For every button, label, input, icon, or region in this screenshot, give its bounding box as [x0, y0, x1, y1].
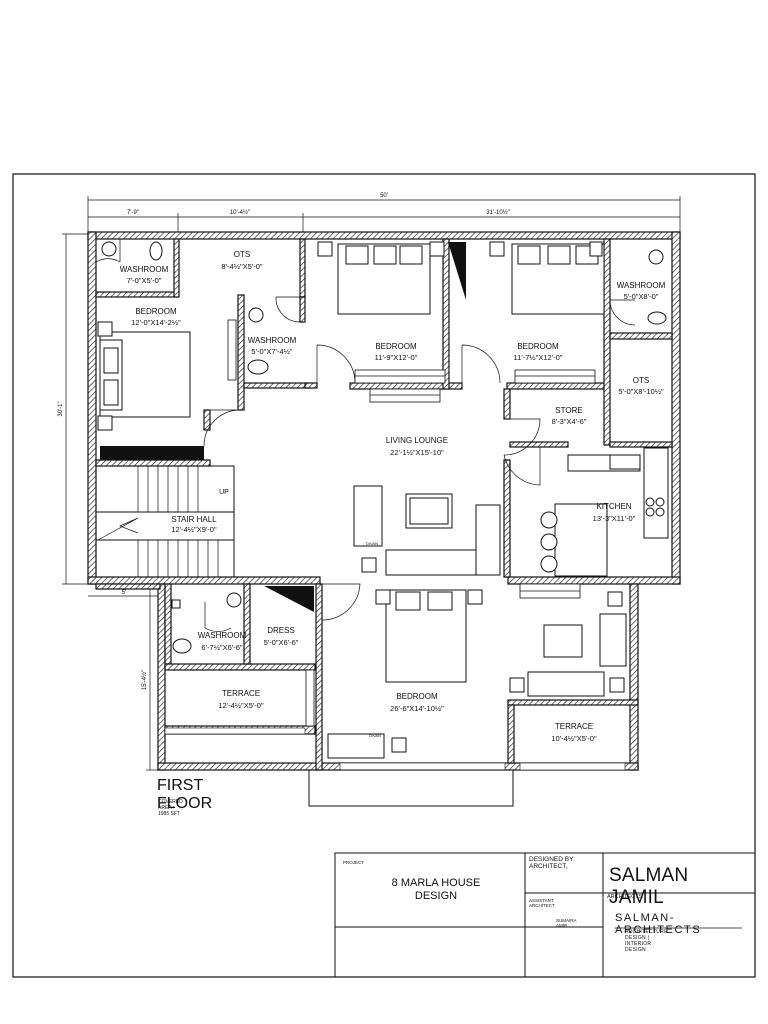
room-size: 5'-0"X7'-4½" — [251, 347, 292, 356]
room-size: 22'-1½"X15'-10" — [390, 448, 444, 457]
dimension-lines — [62, 196, 681, 771]
firm-tagline: ARCHITECTURE DESIGN | INTERIOR DESIGN — [625, 929, 668, 953]
dim-seg-2: 10'-4½" — [230, 209, 250, 216]
room-name: BEDROOM — [375, 342, 417, 351]
room-name: WASHROOM — [120, 265, 169, 274]
room-name: BEDROOM — [517, 342, 559, 351]
dim-lower-height: 15'-4½" — [141, 670, 148, 690]
divan-label: DIVAN — [366, 541, 378, 546]
room-size: 12'-4½"X9'-0" — [171, 525, 217, 534]
room-size: 11'-7½"X12'-0" — [514, 353, 563, 362]
dim-lower-offset: 5' — [122, 590, 126, 596]
room-size: 12'-4½"X5'-0" — [218, 701, 264, 710]
dim-overall-height: 30'-1" — [58, 401, 64, 416]
room-name: TERRACE — [555, 722, 593, 731]
room-name: WASHROOM — [198, 631, 247, 640]
room-labels: WASHROOM 7'-0"X5'-0" OTS 8'-4½"X5'-0" BE… — [120, 250, 666, 743]
room-size: 11'-9"X12'-0" — [375, 353, 418, 362]
assistant-name: SUMAIRA AMIR — [556, 918, 577, 928]
up-label: UP — [219, 489, 229, 496]
room-name: STAIR HALL — [171, 515, 217, 524]
project-name: 8 MARLA HOUSE DESIGN — [391, 877, 481, 902]
room-name: DRESS — [267, 626, 295, 635]
room-name: TERRACE — [222, 689, 260, 698]
room-name: OTS — [234, 250, 250, 259]
designer-name: SALMAN JAMIL — [609, 865, 689, 908]
room-size: 10'-4½"X5'-0" — [551, 734, 597, 743]
staircase — [95, 242, 466, 612]
room-size: 5'-0"X6'-6" — [264, 638, 299, 647]
title-block-lines — [334, 852, 756, 978]
room-name: STORE — [555, 406, 582, 415]
room-size: 13'-3"X11'-0" — [593, 514, 636, 523]
firm-name: SALMAN-ARCHITECTS — [615, 912, 702, 936]
drawing-title: FIRST FLOOR — [157, 777, 213, 812]
room-size: 26'-6"X14'-10½" — [390, 704, 444, 713]
dim-seg-3: 31'-10½" — [486, 209, 510, 216]
room-size: 8'-3"X4'-6" — [552, 417, 587, 426]
room-name: BEDROOM — [396, 692, 438, 701]
project-label: PROJECT — [343, 860, 365, 865]
dim-overall-width: 50' — [380, 193, 388, 199]
architects-label: ARCHITECTS, — [607, 894, 644, 900]
room-size: 5'-0"X8'-10½" — [618, 387, 664, 396]
furniture — [97, 241, 669, 759]
room-name: LIVING LOUNGE — [386, 436, 448, 445]
room-size: 8'-4½"X5'-0" — [221, 262, 262, 271]
room-size: 12'-0"X14'-2½" — [131, 318, 181, 327]
covered-area-note: COVERED AREA : 1985 SFT — [158, 799, 183, 817]
room-name: KITCHEN — [596, 502, 631, 511]
room-size: 6'-7½"X6'-6" — [201, 643, 242, 652]
divan-label: DIVAN — [369, 733, 381, 738]
door-swings — [95, 239, 636, 632]
balcony-outline — [308, 769, 514, 807]
room-name: WASHROOM — [248, 336, 297, 345]
room-name: OTS — [633, 376, 649, 385]
room-size: 7'-0"X5'-0" — [127, 276, 162, 285]
room-name: WASHROOM — [617, 281, 666, 290]
assistant-label: ASSISTANT ARCHITECT — [529, 898, 555, 908]
dim-seg-1: 7'-9" — [127, 210, 139, 216]
designed-by-label: DESIGNED BY: ARCHITECT, — [529, 856, 575, 870]
room-size: 5'-0"X8'-0" — [624, 292, 659, 301]
room-name: BEDROOM — [135, 307, 177, 316]
